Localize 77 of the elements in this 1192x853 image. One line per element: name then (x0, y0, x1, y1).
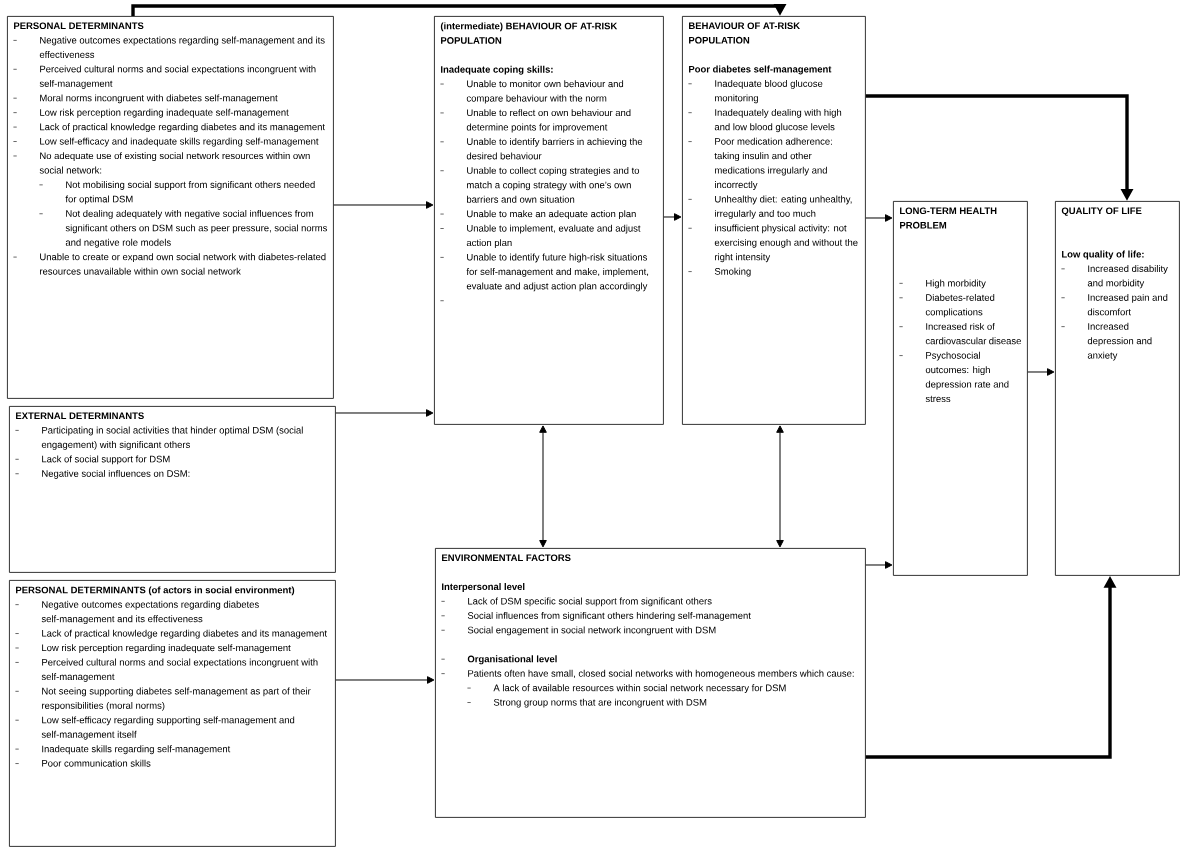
list-item: Patients often have small, closed social networks with homogeneous members which cause: (441, 669, 854, 679)
list-item: Not seeing supporting diabetes self-management as part of their responsibilities (moral norms) (15, 687, 311, 711)
text-box (893, 201, 1028, 576)
list-item: Diabetes-related complications (899, 294, 995, 318)
list-item: Lack of social support for DSM (15, 455, 170, 465)
list-item: Negative social influences on DSM: (15, 469, 190, 479)
list-item: Perceived cultural norms and social expectations incongruent with self-management (15, 658, 318, 682)
list-item: Unable to monitor own behaviour and compare behaviour with the norm (440, 80, 624, 104)
arrow (865, 561, 893, 569)
list-item: Unable to create or expand own social network with diabetes-related resources unavailable within own social network (13, 253, 326, 275)
list-item: Moral norms incongruent with diabetes self-management (13, 94, 278, 104)
list-item: Inadequate blood glucose monitoring (688, 80, 823, 104)
arrow (333, 201, 434, 209)
subheading: Low quality of life: (1062, 250, 1144, 260)
list-item: Increased pain and discomfort (1061, 293, 1168, 316)
box-heading: PERSONAL DETERMINANTS (of actors in social environment) (16, 586, 295, 596)
text-box (7, 16, 334, 399)
list-item: Unable to collect coping strategies and to match a coping strategy with one’s own barriers and own situation (440, 166, 640, 203)
list-item: Smoking (688, 267, 751, 277)
list-item: Increased depression and anxiety (1061, 322, 1152, 361)
list-item: Increased disability and morbidity (1061, 265, 1168, 289)
arrow (865, 214, 893, 222)
list-item: A lack of available resources within social network necessary for DSM (467, 684, 786, 694)
text-box (435, 548, 866, 818)
list-item: Poor communication skills (15, 759, 151, 767)
text-box (9, 406, 336, 573)
list-item: Psychosocial outcomes: high depression rate and stress (899, 351, 1009, 403)
arrow (663, 213, 682, 221)
subheading: Interpersonal level (442, 583, 525, 592)
list-item: Low risk perception regarding inadequate self-management (15, 644, 291, 653)
list-item: Increased risk of cardiovascular disease (899, 322, 1021, 345)
list-item: Unable to identify barriers in achieving the desired behaviour (440, 138, 643, 160)
subheading: Poor diabetes self-management (689, 65, 832, 75)
arrow (131, 3, 787, 16)
box-heading: QUALITY OF LIFE (1061, 207, 1142, 216)
list-item: Not dealing adequately with negative social influences from significant others on DSM such as peer pressure, social norms and negative role models (39, 209, 327, 248)
arrow (335, 676, 435, 684)
text-box (1055, 201, 1180, 576)
box-heading: PERSONAL DETERMINANTS (14, 22, 144, 30)
text-box (434, 16, 664, 425)
list-item: Unable to implement, evaluate and adjust action plan (440, 224, 641, 248)
arrow (1027, 368, 1055, 376)
list-item: Negative outcomes expectations regarding diabetes self-management and its effectiveness (15, 600, 259, 625)
list-item: Lack of practical knowledge regarding diabetes and its management (15, 629, 327, 639)
list-item: Perceived cultural norms and social expectations incongruent with self-management (13, 65, 316, 89)
box-heading: ENVIRONMENTAL FACTORS (442, 554, 571, 562)
list-item: Lack of practical knowledge regarding diabetes and its management (13, 123, 325, 133)
list-item: Not mobilising social support from significant others needed for optimal DSM (39, 181, 315, 205)
list-item: Social engagement in social network incongruent with DSM (441, 626, 716, 636)
arrow (539, 425, 547, 548)
list-item: Poor medication adherence: taking insulin and other medications irregularly and incorrectly (688, 137, 832, 190)
list-item: Unable to identify future high-risk situations for self-management and make, implement, evaluate and adjust action plan accordingly (440, 253, 649, 292)
list-item: Low self-efficacy and inadequate skills regarding self-management (13, 137, 319, 147)
list-item: Low self-efficacy regarding supporting self-management and self-management itself (15, 716, 295, 740)
list-item: High morbidity (899, 279, 986, 289)
subheading: Inadequate coping skills: (441, 65, 553, 75)
list-item: Lack of DSM specific social support from significant others (441, 597, 712, 607)
list-item: Inadequate skills regarding self-management (15, 745, 231, 755)
text-box (682, 16, 866, 425)
list-item: insufficient physical activity: not exercising enough and without the right intensity (688, 224, 858, 263)
list-item: Negative outcomes expectations regarding self-management and its effectiveness (13, 36, 325, 58)
list-item: Unable to reflect on own behaviour and determine points for improvement (440, 109, 631, 133)
list-item: Organisational level (441, 655, 557, 665)
arrow (335, 409, 434, 417)
box-heading: EXTERNAL DETERMINANTS (16, 412, 144, 420)
box-heading: LONG-TERM HEALTH PROBLEM (900, 207, 997, 229)
list-item: Social influences from significant others hindering self-management (441, 612, 751, 621)
text-box (9, 580, 336, 847)
list-item: No adequate use of existing social network resources within own social network: (13, 152, 310, 174)
list-item: Unable to make an adequate action plan (440, 210, 636, 220)
list-item: Participating in social activities that hinder optimal DSM (social engagement) with significant others (15, 426, 303, 450)
box-heading: BEHAVIOUR OF AT-RISK POPULATION (689, 22, 800, 44)
box-heading: (intermediate) BEHAVIOUR OF AT-RISK POPULATION (440, 22, 618, 44)
list-item: Strong group norms that are incongruent with DSM (467, 698, 707, 708)
arrow (776, 425, 784, 548)
list-item: Low risk perception regarding inadequate self-management (13, 108, 289, 118)
list-item: Inadequately dealing with high and low blood glucose levels (688, 108, 842, 133)
